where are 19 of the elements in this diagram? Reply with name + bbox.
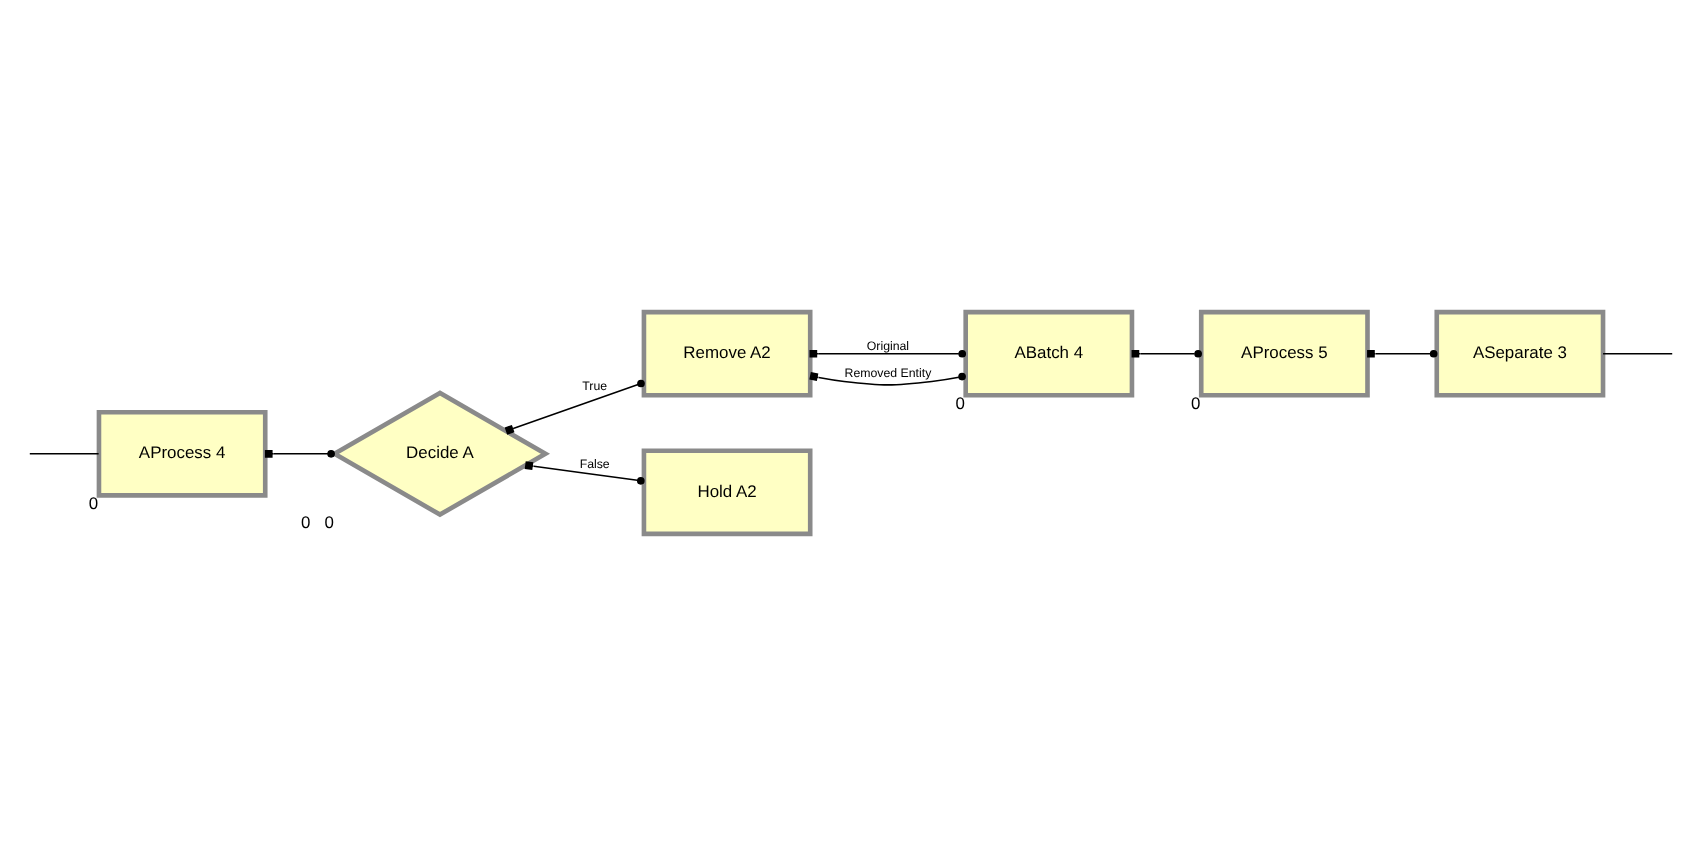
node-label: 0	[88, 491, 99, 512]
connector	[29, 452, 100, 454]
node-box: ABatch 4	[963, 308, 1135, 397]
node-label: 0	[1191, 391, 1201, 412]
node-box: AProcess 5	[1198, 308, 1370, 397]
node-box: Remove A2	[641, 308, 813, 397]
connector	[1367, 348, 1438, 357]
node-label: 0 0	[301, 511, 335, 532]
node-label: 0	[955, 391, 966, 412]
connector	[1602, 351, 1673, 354]
connector	[809, 371, 966, 385]
node-box: ASeparate 3	[1434, 308, 1606, 397]
node-box: Hold A2	[641, 447, 813, 536]
connector	[264, 448, 335, 457]
connector	[1131, 348, 1202, 357]
connector	[809, 348, 967, 357]
connector	[504, 378, 645, 434]
connector	[524, 460, 645, 484]
node-box: AProcess 4	[96, 408, 268, 497]
